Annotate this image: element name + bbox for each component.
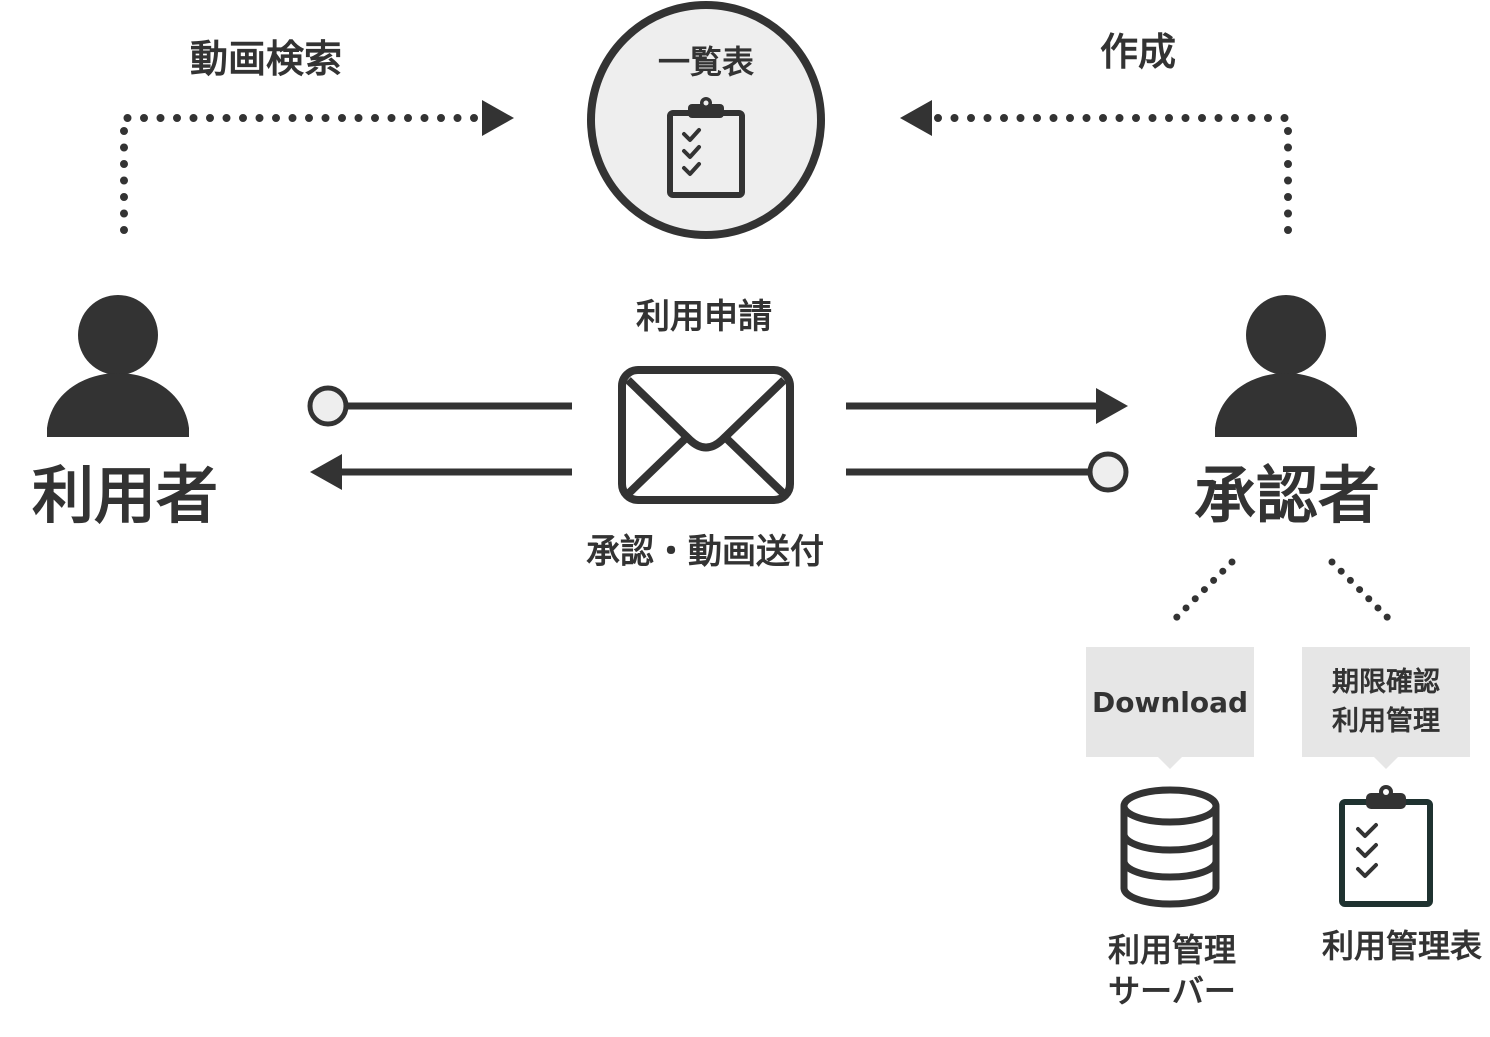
sheet-label: 利用管理表 [1321,927,1482,965]
limit-line2: 利用管理 [1332,706,1440,737]
search-dotted-arrow [120,100,514,234]
user-label: 利用者 [31,459,218,532]
clipboard-checklist-icon [667,97,745,198]
approve-send-label: 承認・動画送付 [586,532,824,572]
approver-receive-arrow [846,388,1128,424]
approver-label: 承認者 [1193,459,1380,532]
server-label: 利用管理 サーバー [1092,930,1252,1012]
list-label: 一覧表 [657,43,754,81]
limit-line1: 期限確認 [1332,666,1440,698]
user-request-connector [307,385,572,427]
server-line2: サーバー [1108,971,1236,1010]
server-line1: 利用管理 [1107,931,1236,969]
management-sheet-clipboard-icon [1339,785,1433,907]
download-label: Download [1091,685,1249,719]
database-icon [1120,786,1220,908]
apply-label: 利用申請 [636,297,772,337]
envelope-icon [618,366,794,504]
search-label: 動画検索 [190,37,343,81]
create-label: 作成 [1100,30,1177,74]
approver-person-icon [1215,295,1357,437]
list-circle [587,1,825,239]
approver-branch-dotted-lines [1168,558,1396,626]
approver-send-connector [846,451,1129,493]
download-bubble: Download [1086,647,1254,769]
create-dotted-arrow [900,100,1292,234]
limit-check-bubble: 期限確認 利用管理 [1302,647,1470,769]
user-receive-arrow [310,454,572,490]
user-person-icon [47,295,189,437]
